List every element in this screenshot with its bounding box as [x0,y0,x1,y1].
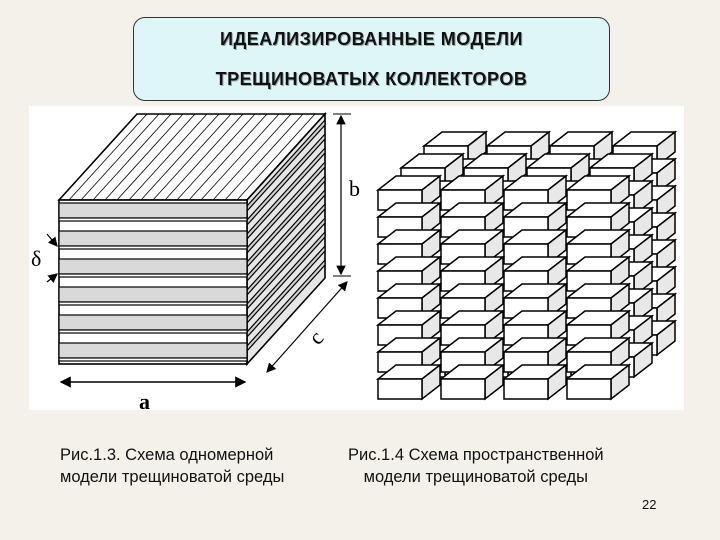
dimension-delta-arrow [46,233,58,247]
brick [501,309,569,347]
label-b: b [349,176,360,201]
slide-title-line-1: ИДЕАЛИЗИРОВАННЫЕ МОДЕЛИ [220,29,523,49]
dimension-c-arrow [266,281,348,373]
brick [564,363,632,401]
caption-right: Рис.1.4 Схема пространственной модели тр… [348,444,604,488]
page-number: 22 [642,497,657,512]
fracture-models-illustration: b c a δ [31,111,678,414]
brick [564,336,632,374]
brick [501,174,569,212]
label-delta: δ [31,246,41,271]
slide-title-line-2: ТРЕЩИНОВАТЫХ КОЛЛЕКТОРОВ [215,69,528,89]
brick [375,363,443,401]
label-c: c [303,325,328,349]
title-box: ИДЕАЛИЗИРОВАННЫЕ МОДЕЛИ ТРЕЩИНОВАТЫХ КОЛ… [133,17,610,101]
layered-block-model: b c a δ [31,111,360,414]
figure-area: b c a δ [29,106,684,414]
top-face-hatching [68,113,316,201]
label-a: a [139,389,150,410]
front-face-layers [58,202,248,362]
brick [375,309,443,347]
spatial-block-model [375,130,678,401]
brick [501,255,569,293]
caption-right-line-2: модели трещиноватой среды [363,468,588,486]
block-front-face [58,199,248,365]
caption-right-line-1: Рис.1.4 Схема пространственной [348,446,604,464]
caption-left-line-1: Рис.1.3. Схема одномерной [60,446,274,464]
caption-left-line-2: модели трещиноватой среды [60,468,285,486]
brick [438,363,506,401]
brick [501,201,569,239]
brick [501,363,569,401]
caption-left: Рис.1.3. Схема одномерной модели трещино… [60,444,284,488]
